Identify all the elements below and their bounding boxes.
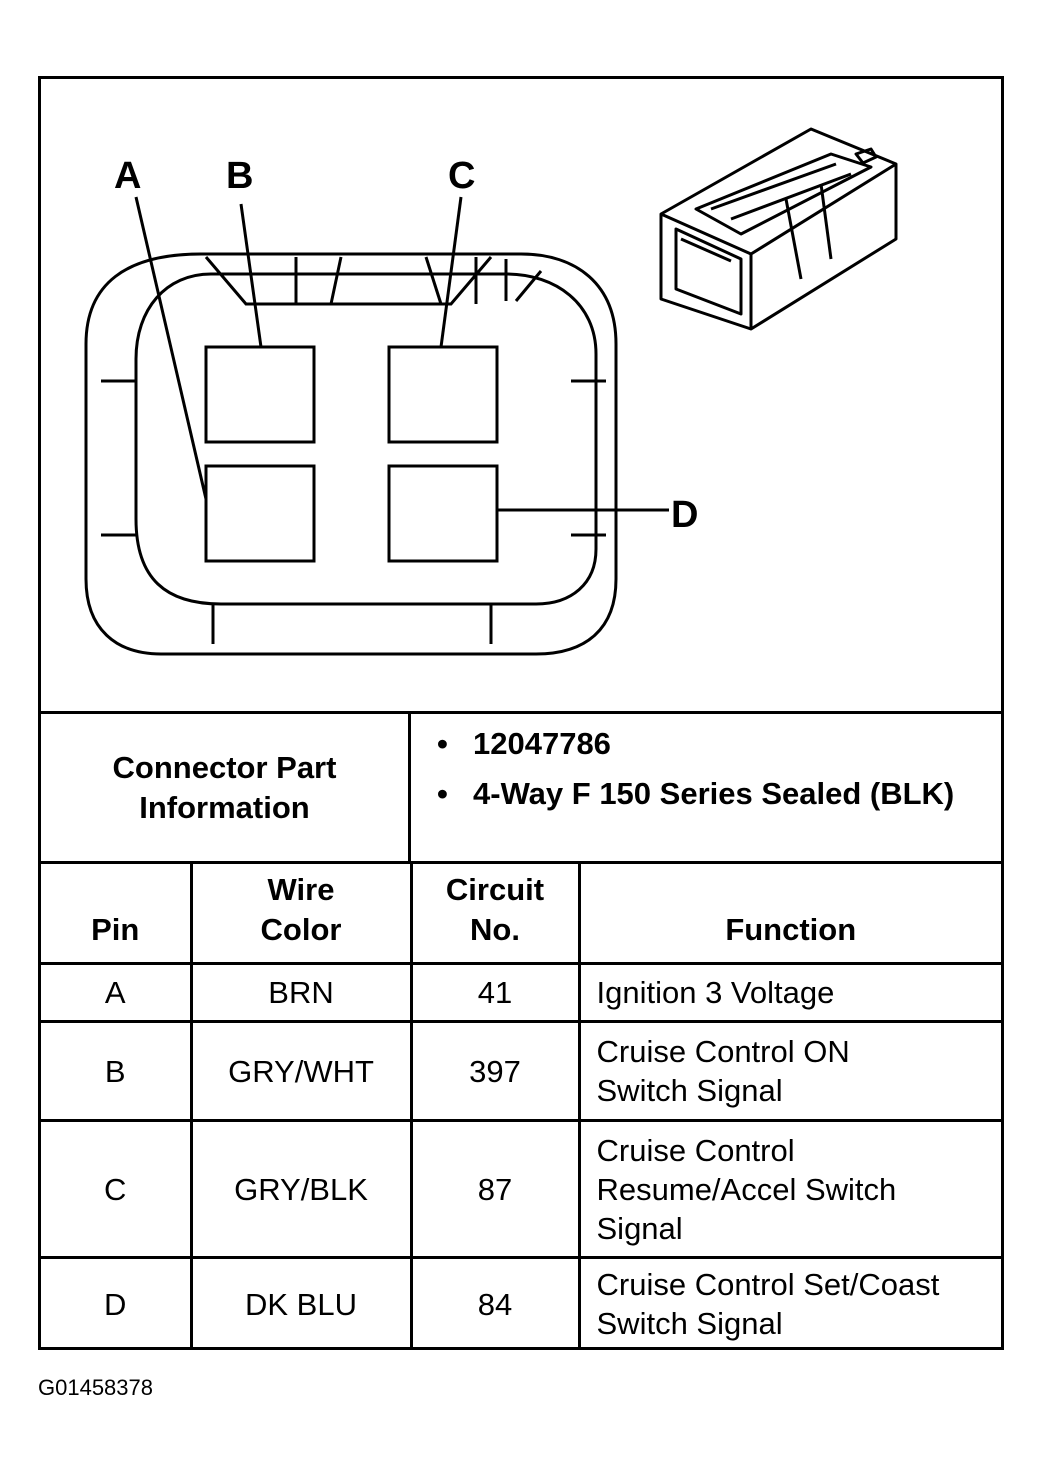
cell-circuit-no: 84 xyxy=(409,1256,581,1350)
table-row: D DK BLU 84 Cruise Control Set/Coast Swi… xyxy=(41,1256,1001,1350)
connector-info-label-cell: Connector Part Information xyxy=(41,714,411,861)
cell-wire-color: GRY/BLK xyxy=(189,1119,413,1259)
connector-description-text: 4-Way F 150 Series Sealed (BLK) xyxy=(473,776,955,811)
cell-function: Ignition 3 Voltage xyxy=(577,962,1001,1023)
cell-pin: B xyxy=(41,1020,193,1122)
cell-circuit-no: 41 xyxy=(409,962,581,1023)
header-circuit-no: Circuit No. xyxy=(409,864,581,965)
cavity-c xyxy=(387,345,499,444)
header-wire-color: Wire Color xyxy=(189,864,413,965)
cell-wire-color: BRN xyxy=(189,962,413,1023)
cell-wire-color: DK BLU xyxy=(189,1256,413,1350)
pin-label-c: C xyxy=(448,155,476,197)
connector-housing-outer xyxy=(84,252,618,656)
cell-pin: C xyxy=(41,1119,193,1259)
leader-line-b xyxy=(239,203,263,348)
connector-part-number-text: 12047786 xyxy=(473,726,611,761)
cell-circuit-no: 87 xyxy=(409,1119,581,1259)
leader-line-a xyxy=(134,196,208,500)
connector-info-row: Connector Part Information • 12047786 • … xyxy=(41,711,1001,864)
figure-id: G01458378 xyxy=(38,1375,153,1400)
pin-table-header: Pin Wire Color Circuit No. Function xyxy=(41,864,1001,965)
connector-face-drawing xyxy=(84,127,898,656)
header-pin: Pin xyxy=(41,864,193,965)
table-row: A BRN 41 Ignition 3 Voltage xyxy=(41,962,1001,1023)
connector-info-values: • 12047786 • 4-Way F 150 Series Sealed (… xyxy=(411,714,1001,861)
cell-pin: D xyxy=(41,1256,193,1350)
pin-table: Pin Wire Color Circuit No. Function A BR… xyxy=(41,864,1001,1350)
connector-isometric-illustration xyxy=(659,127,898,331)
cavity-a xyxy=(204,464,316,563)
pin-label-d: D xyxy=(671,494,699,536)
table-row: B GRY/WHT 397 Cruise Control ON Switch S… xyxy=(41,1020,1001,1122)
leader-line-c xyxy=(439,196,463,348)
connector-housing-inner xyxy=(134,272,598,606)
bullet-icon: • xyxy=(437,776,448,811)
connector-part-number: • 12047786 xyxy=(437,724,973,764)
cell-function: Cruise Control ON Switch Signal xyxy=(577,1020,1001,1122)
header-function: Function xyxy=(577,864,1001,965)
cavity-b xyxy=(204,345,316,444)
cell-function: Cruise Control Resume/Accel Switch Signa… xyxy=(577,1119,1001,1259)
figure-frame: A B C D Connector Part Information • 120… xyxy=(38,76,1004,1350)
table-row: C GRY/BLK 87 Cruise Control Resume/Accel… xyxy=(41,1119,1001,1259)
bullet-icon: • xyxy=(437,726,448,761)
pin-label-a: A xyxy=(114,155,142,197)
cavity-d xyxy=(387,464,499,563)
cell-function: Cruise Control Set/Coast Switch Signal xyxy=(577,1256,1001,1350)
connector-info-label: Connector Part Information xyxy=(112,749,337,825)
connector-diagram: A B C D xyxy=(41,79,1001,713)
locking-tab xyxy=(204,256,493,306)
pin-label-b: B xyxy=(226,155,254,197)
cell-pin: A xyxy=(41,962,193,1023)
cell-circuit-no: 397 xyxy=(409,1020,581,1122)
connector-description: • 4-Way F 150 Series Sealed (BLK) xyxy=(437,774,973,814)
cell-wire-color: GRY/WHT xyxy=(189,1020,413,1122)
